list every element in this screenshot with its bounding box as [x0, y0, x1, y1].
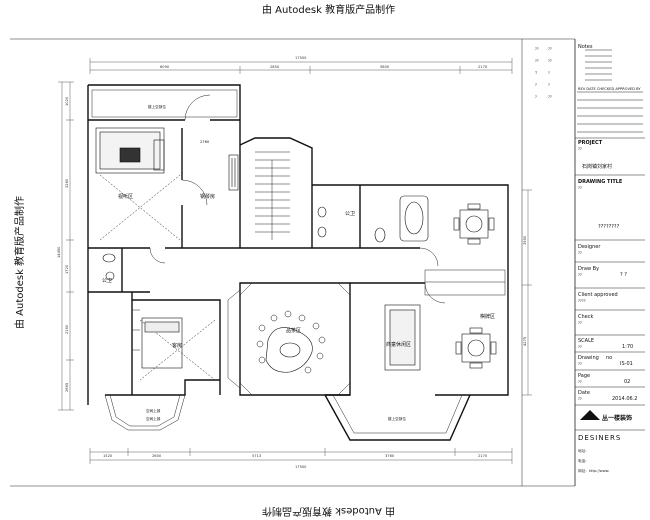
- dim-top-4: 2170: [478, 65, 488, 69]
- dim-left-total: 14450: [57, 246, 61, 258]
- notes-title: Notes: [578, 44, 593, 50]
- piano: [228, 154, 239, 191]
- scale-sub: ??: [578, 345, 582, 349]
- rev-header: REV DATE CHECKED APPROVED BY: [578, 87, 641, 91]
- drawing-title-value: ????????: [598, 224, 620, 230]
- legend-marks: ?? ?? T ? ? ?? ?? ? ? ??: [534, 47, 552, 99]
- dimension-lines: [58, 58, 532, 464]
- note-hollow-left: 空间上部: [146, 408, 161, 413]
- company-logo: 丛一楼装饰 DESINERS 地址： 电话： 网址：http://www.: [578, 410, 632, 473]
- page-label: Page: [578, 373, 590, 379]
- title-block: [521, 39, 645, 486]
- dim-top-2: 2850: [270, 65, 280, 69]
- client-label: Client approved: [578, 292, 618, 298]
- drawby-value: ? ?: [620, 272, 627, 278]
- svg-text:??: ??: [535, 59, 539, 63]
- svg-text:?: ?: [535, 95, 537, 99]
- drawing-frame: [10, 38, 576, 487]
- label-bath1: 公卫: [102, 278, 112, 284]
- title-block-texts: Notes REV DATE CHECKED APPROVED BY PROJE…: [578, 44, 641, 402]
- drawing-title-sub: ??: [578, 186, 582, 190]
- scale-value: 1:70: [622, 344, 633, 350]
- contact-line2: 电话：: [578, 458, 589, 463]
- dim-top-3: 5800: [380, 65, 390, 69]
- designer-label: Designer: [578, 244, 601, 250]
- room-labels: 视听区 钢琴房 公卫 公卫 客房 品茶区 商童休闲区 棋牌区 楼上空部位 楼上空…: [102, 104, 495, 421]
- dim-bottom-4: 3760: [385, 454, 395, 458]
- drawing-no-suffix: no: [606, 355, 612, 361]
- dim-bottom-total: 17500: [295, 465, 307, 469]
- dim-bottom-5: 2170: [478, 454, 488, 458]
- label-piano: 钢琴房: [200, 193, 215, 200]
- tea-table: [265, 327, 313, 373]
- dim-left-5: 2665: [65, 383, 69, 392]
- designer-sub: ??: [578, 251, 582, 255]
- dim-right-1: 3950: [523, 235, 527, 245]
- card-table-bottom: [455, 327, 497, 369]
- card-table-top: [453, 203, 495, 245]
- drawing-no-value: IS-01: [620, 361, 633, 367]
- designers-label: DESINERS: [578, 434, 621, 442]
- svg-text:?: ?: [535, 83, 537, 87]
- drawing-no-sub: ??: [578, 362, 582, 366]
- date-sub: ??: [578, 397, 582, 401]
- dim-left-4: 2160: [65, 324, 69, 334]
- label-tea: 品茶区: [286, 327, 301, 334]
- dim-bottom-1: 1520: [103, 454, 113, 458]
- project-label: PROJECT: [578, 140, 603, 146]
- date-value: 2014.06.2: [612, 396, 637, 402]
- svg-text:?: ?: [548, 71, 550, 75]
- svg-text:??: ??: [548, 95, 552, 99]
- guest-bed: [141, 317, 183, 369]
- note-hollow-left2: 空间上部: [146, 416, 161, 421]
- page-sub: ??: [578, 380, 582, 384]
- dim-right-2: 4275: [523, 337, 527, 346]
- label-card: 棋牌区: [480, 313, 495, 320]
- svg-text:??: ??: [535, 47, 539, 51]
- bathtub: [399, 195, 429, 242]
- thin-lines: [91, 89, 506, 434]
- project-sub: ??: [578, 147, 582, 151]
- dim-left-2: 3280: [65, 178, 69, 188]
- dim-top-total: 17500: [295, 56, 307, 60]
- tea-chairs: [256, 310, 326, 374]
- svg-text:丛一楼装饰: 丛一楼装饰: [602, 414, 632, 422]
- svg-text:?: ?: [548, 83, 550, 87]
- dim-top-1: 6090: [160, 65, 170, 69]
- leisure-table: [384, 304, 421, 371]
- inner-dim: 2760: [200, 140, 210, 144]
- dimension-texts: 17500 6090 2850 5800 2170 17500 1520 260…: [57, 56, 527, 469]
- label-living: 视听区: [118, 193, 133, 200]
- check-sub: ??: [578, 321, 582, 325]
- label-bath2: 公卫: [345, 211, 355, 217]
- contact-line1: 地址：: [578, 448, 589, 453]
- walls: [87, 84, 509, 441]
- dim-left-3: 1720: [65, 264, 69, 274]
- drawby-label: Draw By: [578, 266, 599, 272]
- scale-label: SCALE: [578, 338, 594, 344]
- client-sub: ????: [578, 299, 586, 303]
- drawby-sub: ??: [578, 273, 582, 277]
- svg-text:??: ??: [548, 47, 552, 51]
- label-guest: 客房: [172, 342, 182, 349]
- svg-text:T: T: [534, 71, 538, 75]
- dim-bottom-3: 5713: [252, 454, 261, 458]
- date-label: Date: [578, 390, 590, 396]
- dim-bottom-2: 2600: [152, 454, 162, 458]
- note-hollow-bottom: 楼上空部位: [388, 416, 406, 421]
- dim-left-1: 1020: [65, 96, 69, 106]
- svg-text:??: ??: [548, 59, 552, 63]
- label-leisure: 商童休闲区: [386, 341, 411, 348]
- drawing-no-label: Drawing: [578, 355, 599, 361]
- drawing-title-label: DRAWING TITLE: [578, 179, 623, 185]
- contact-line3: 网址：http://www.: [578, 468, 609, 473]
- furniture: [95, 127, 497, 373]
- project-name: 石岗镇刘家村: [582, 163, 612, 170]
- page-value: 02: [624, 379, 630, 385]
- note-hollow-top: 楼上空部位: [148, 104, 166, 109]
- watermark-top: 由 Autodesk 教育版产品制作: [262, 5, 396, 16]
- check-label: Check: [578, 314, 593, 320]
